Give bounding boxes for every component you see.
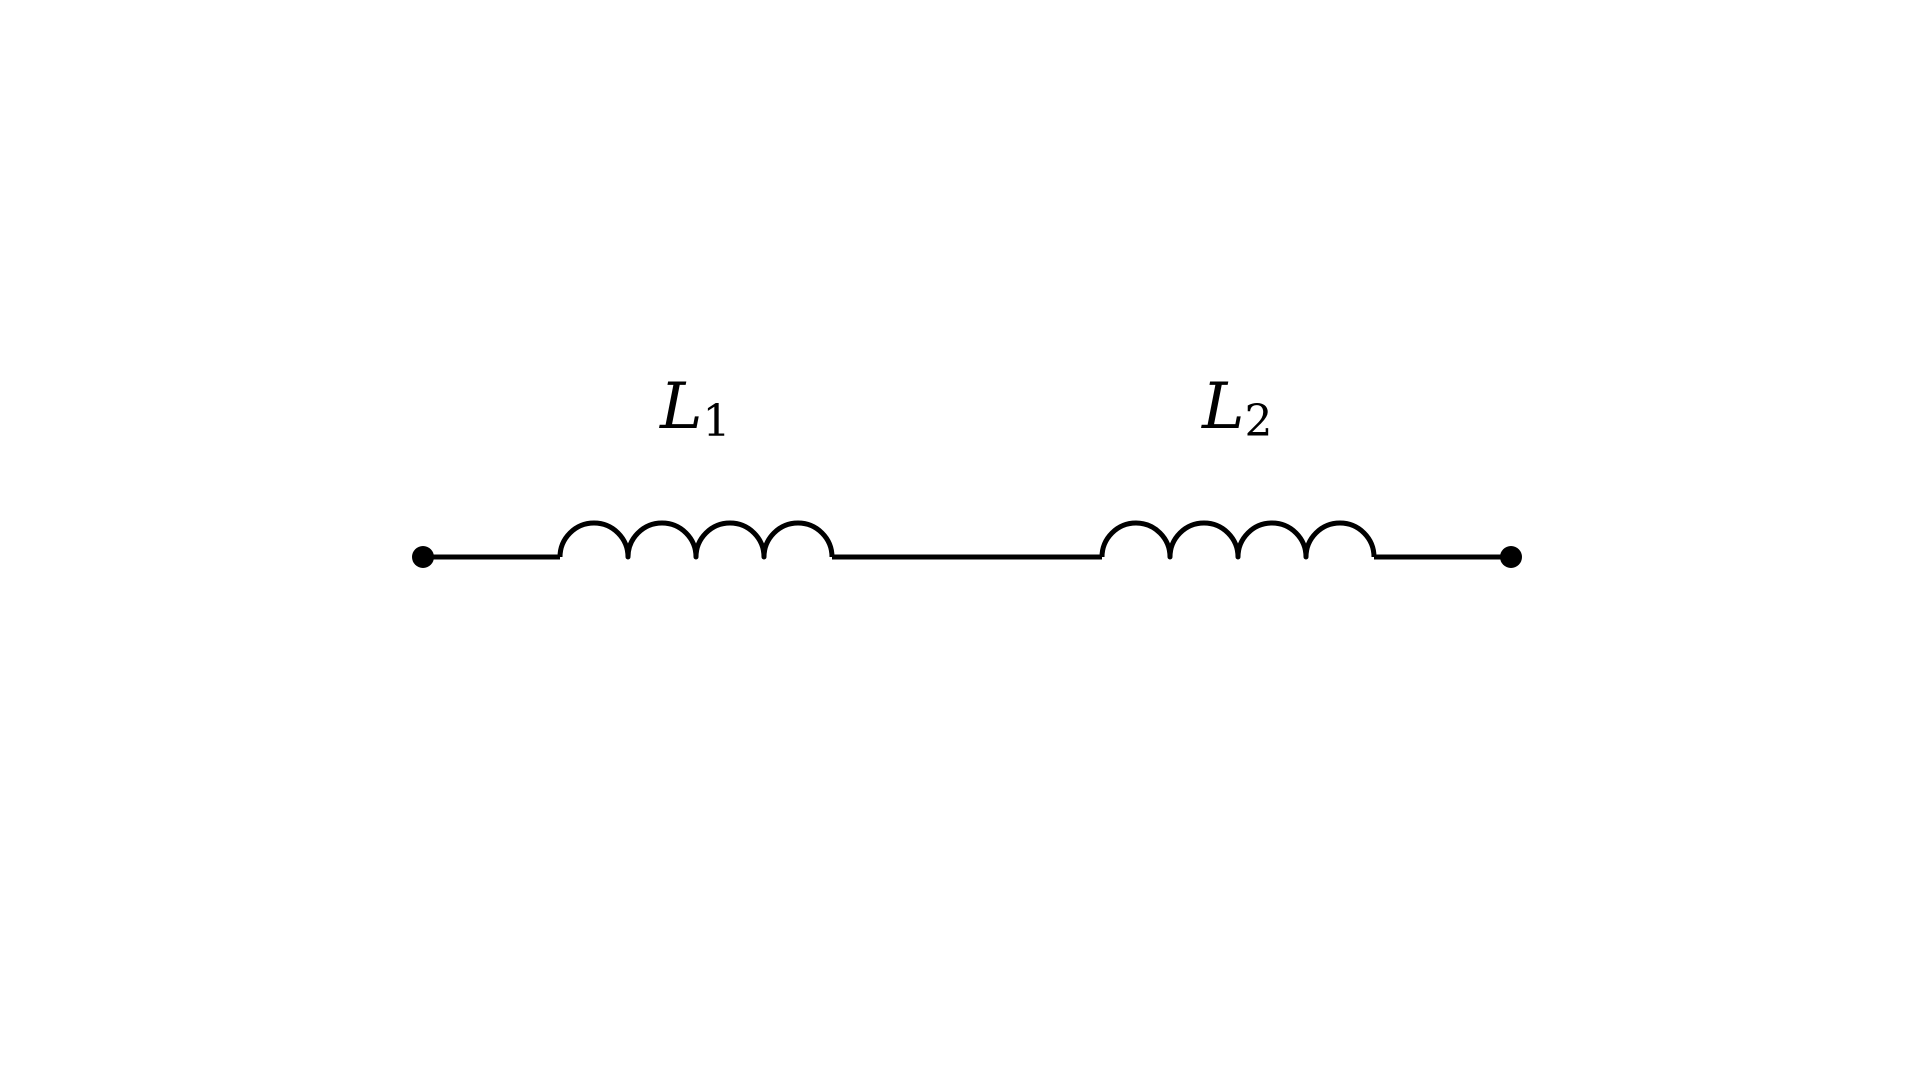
- inductor-l2-label-sub: 2: [1245, 396, 1273, 447]
- inductor-l2-label-main: L: [1201, 370, 1245, 444]
- inductor-l2-label: L2: [1201, 370, 1273, 447]
- inductor-l1-coil: [557, 520, 835, 560]
- inductor-l2-coil: [1099, 520, 1377, 560]
- inductor-l1-label-sub: 1: [703, 396, 731, 447]
- inductor-l1-label-main: L: [659, 370, 703, 444]
- right-terminal: [1500, 546, 1522, 568]
- inductor-l1-label: L1: [659, 370, 731, 447]
